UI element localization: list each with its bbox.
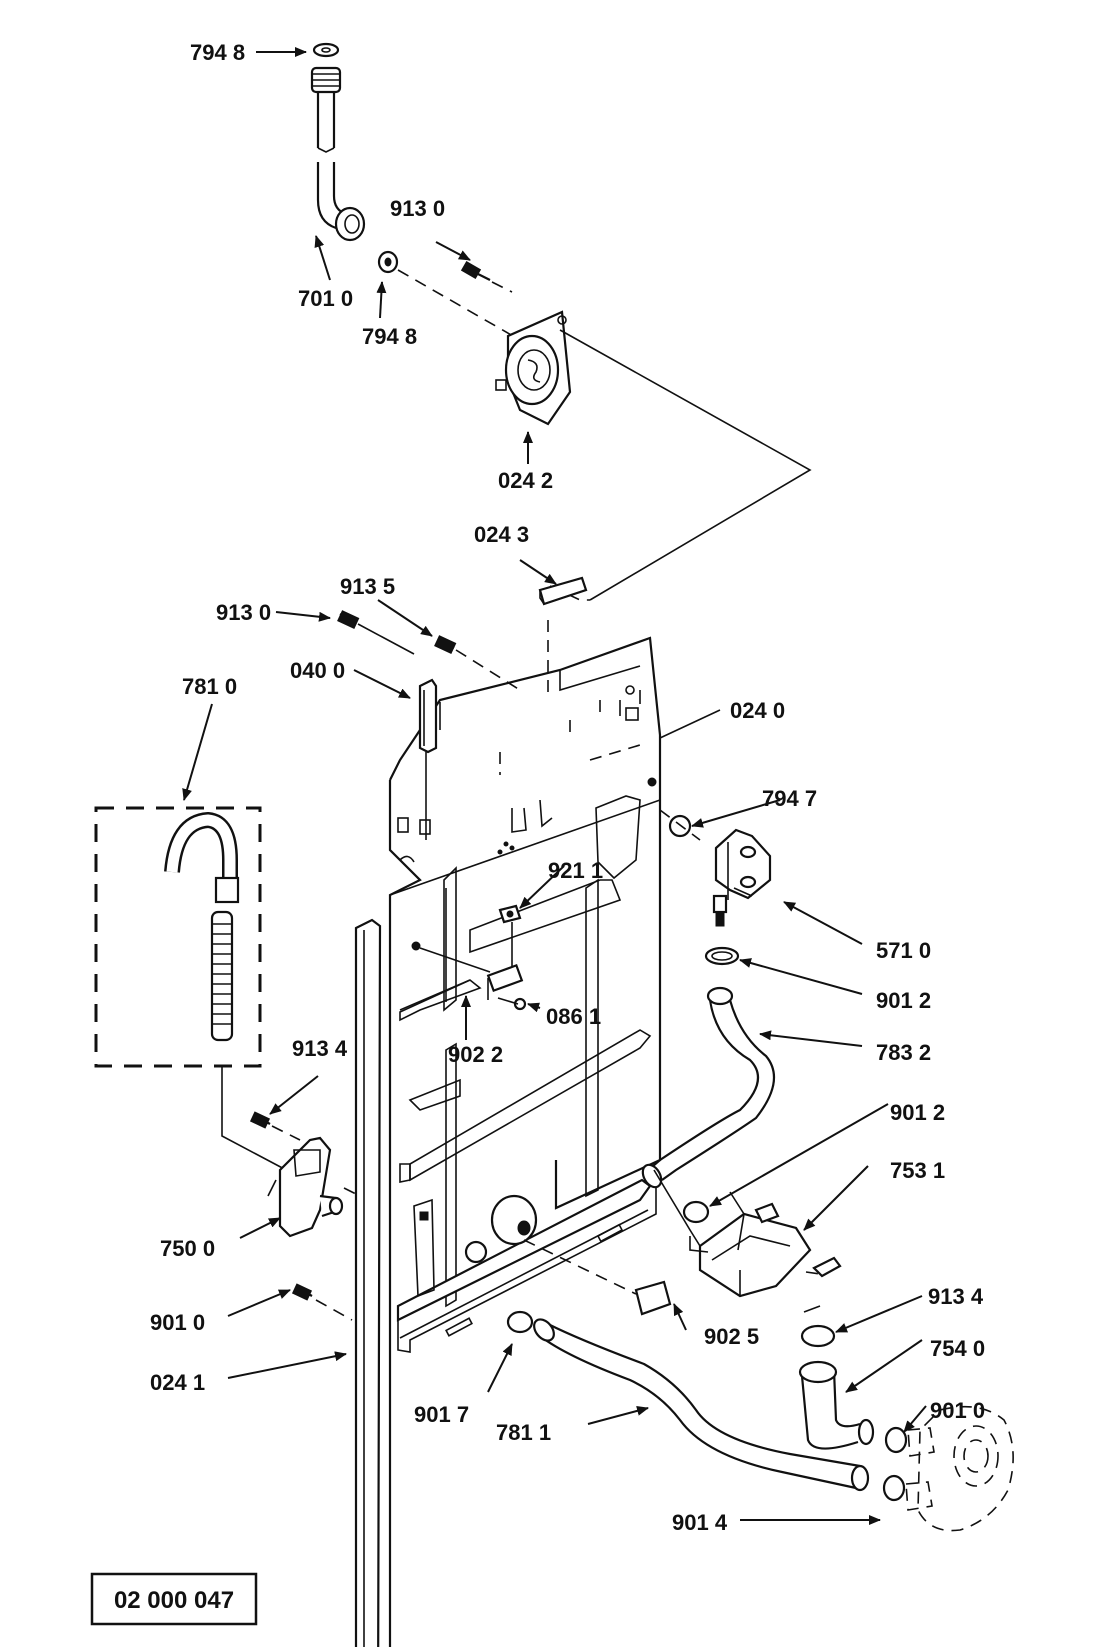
part-label: 901 2 <box>876 988 931 1013</box>
part-label: 571 0 <box>876 938 931 963</box>
part-label: 913 0 <box>390 196 445 221</box>
reference-code-box: 02 000 047 <box>90 1572 258 1626</box>
part-label: 794 8 <box>190 40 245 65</box>
part-label: 901 7 <box>414 1402 469 1427</box>
part-label: 024 1 <box>150 1370 205 1395</box>
part-label: 902 2 <box>448 1042 503 1067</box>
part-label: 913 4 <box>928 1284 984 1309</box>
part-label: 794 8 <box>362 324 417 349</box>
part-label: 913 5 <box>340 574 395 599</box>
part-label: 701 0 <box>298 286 353 311</box>
part-label: 781 1 <box>496 1420 551 1445</box>
part-label: 024 0 <box>730 698 785 723</box>
top-hose-assembly <box>310 42 812 601</box>
part-label: 913 4 <box>292 1036 348 1061</box>
part-label: 901 0 <box>930 1398 985 1423</box>
part-label: 901 2 <box>890 1100 945 1125</box>
rear-panel <box>388 636 662 1647</box>
part-label: 901 0 <box>150 1310 205 1335</box>
part-label: 024 3 <box>474 522 529 547</box>
part-labels: 794 8 913 0 701 0 794 8 024 2 024 3 913 … <box>150 40 985 1535</box>
part-label: 901 4 <box>672 1510 728 1535</box>
part-label: 753 1 <box>890 1158 945 1183</box>
right-side-components <box>506 809 1014 1532</box>
part-label: 783 2 <box>876 1040 931 1065</box>
part-label: 794 7 <box>762 786 817 811</box>
reference-code: 02 000 047 <box>114 1587 234 1614</box>
part-label: 750 0 <box>160 1236 215 1261</box>
part-label: 754 0 <box>930 1336 985 1361</box>
part-label: 921 1 <box>548 858 603 883</box>
left-side-components <box>94 576 590 1647</box>
part-label: 902 5 <box>704 1324 759 1349</box>
leader-arrows <box>182 47 927 1525</box>
part-label: 913 0 <box>216 600 271 625</box>
part-label: 040 0 <box>290 658 345 683</box>
part-label: 781 0 <box>182 674 237 699</box>
part-label: 086 1 <box>546 1004 601 1029</box>
part-label: 024 2 <box>498 468 553 493</box>
